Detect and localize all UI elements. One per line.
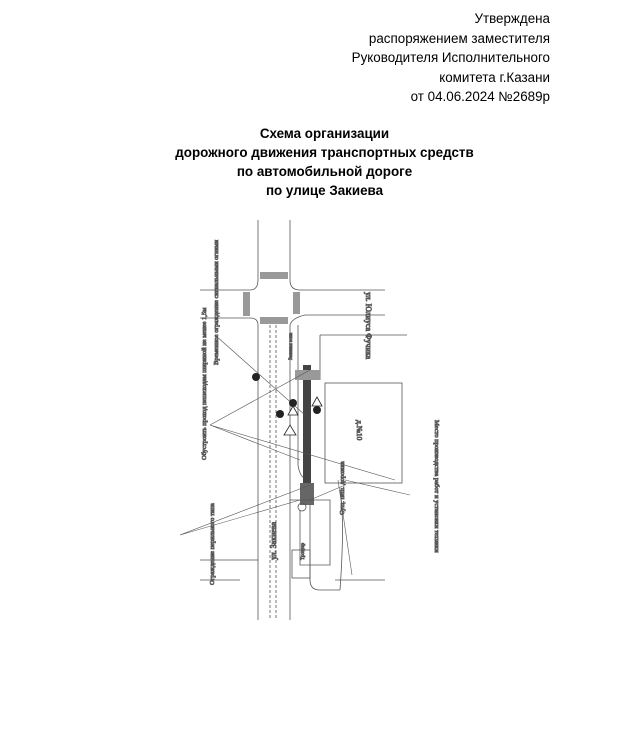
label-work-site: Место производства работ и установки тех…: [433, 420, 440, 553]
approval-line: от 04.06.2024 №2689р: [410, 89, 550, 104]
label-fence-lights: Временное ограждение сигнальными огнями: [213, 239, 220, 365]
approval-line: Утверждена: [474, 11, 550, 26]
title-line: по улице Закиева: [265, 183, 384, 198]
label-footpath: Сущ. пеш. дорожка: [339, 461, 346, 515]
approval-block: Утверждена распоряжением заместителя Рук…: [352, 9, 550, 107]
label-green-zone: Зеленая зона: [289, 332, 294, 360]
document-title: Схема организации дорожного движения тра…: [0, 124, 639, 200]
label-railing: Ограждение перильного типа: [209, 503, 216, 585]
label-sidewalk: Тротуар: [301, 542, 306, 560]
street-label-fuchika: ул. Юлиуса Фучика: [364, 292, 373, 360]
traffic-scheme-diagram: ул. Юлиуса Фучика ул. Закиева Временное …: [180, 220, 440, 620]
title-line: по автомобильной дороге: [236, 164, 413, 179]
approval-line: распоряжением заместителя: [368, 30, 550, 46]
approval-line: комитета г.Казани: [439, 69, 550, 85]
street-label-zakieva: ул. Закиева: [269, 521, 278, 560]
label-building: д.№10: [355, 420, 364, 441]
title-line: дорожного движения транспортных средств: [175, 145, 474, 160]
approval-line: Руководителя Исполнительного: [351, 50, 550, 65]
title-line: Схема организации: [259, 126, 390, 141]
label-pedestrian-passage: Обустроить проход пешеходам шириной не м…: [201, 308, 208, 460]
